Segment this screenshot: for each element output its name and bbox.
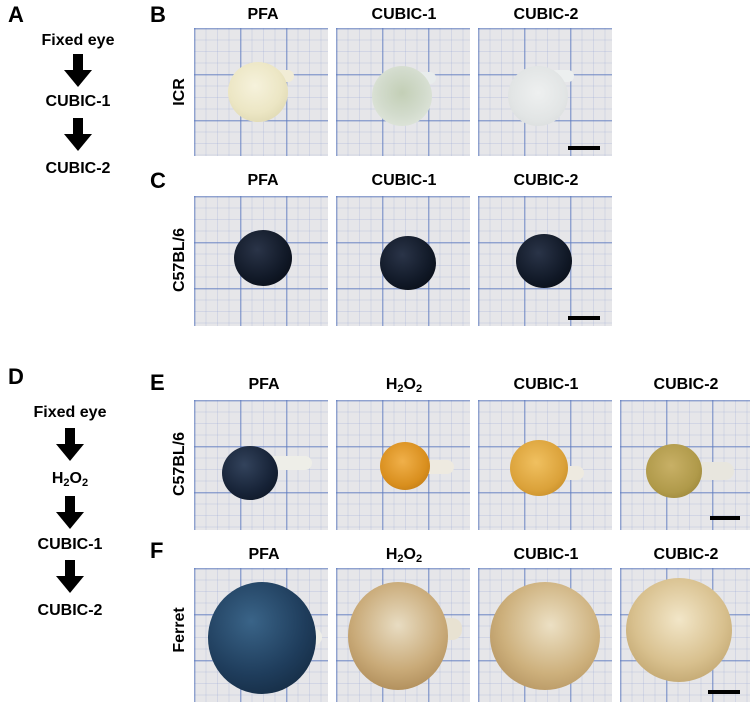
step-fixed-eye: Fixed eye	[33, 404, 107, 421]
eye-photo-f-pfa	[194, 568, 328, 702]
eye-photo-e-cubic-1	[478, 400, 612, 530]
column-title: H2O2	[385, 376, 423, 395]
step-fixed-eye: Fixed eye	[41, 32, 115, 49]
eye-photo-e-h2o2	[336, 400, 470, 530]
panel-label-f: F	[150, 538, 164, 563]
eye-photo-f-cubic-1	[478, 568, 612, 702]
eye-photo-c57-cubic-2	[478, 196, 612, 326]
eye-photo-icr-cubic-1	[336, 28, 470, 156]
eye-photo-e-cubic-2	[620, 400, 750, 530]
row-label-species: Ferret	[171, 607, 188, 653]
step-cubic-1: CUBIC-1	[45, 93, 111, 110]
step-cubic-1: CUBIC-1	[37, 536, 103, 553]
eye-photo-icr-pfa	[194, 28, 328, 156]
scale-bar	[568, 146, 600, 150]
down-arrow-icon	[63, 118, 93, 151]
panel-label-e: E	[150, 370, 165, 395]
panel-label-b: B	[150, 2, 166, 27]
panel-label-a: A	[8, 2, 24, 27]
step-h2o2: H2O2	[51, 470, 89, 489]
row-label-strain: C57BL/6	[171, 431, 188, 497]
step-cubic-2: CUBIC-2	[45, 160, 111, 177]
eye-photo-icr-cubic-2	[478, 28, 612, 156]
panel-label-d: D	[8, 364, 24, 389]
scale-bar	[568, 316, 600, 320]
column-title: PFA	[248, 546, 280, 563]
column-title: CUBIC-2	[653, 546, 719, 563]
column-title: H2O2	[385, 546, 423, 565]
column-title: PFA	[247, 6, 279, 23]
row-label-strain: ICR	[171, 78, 188, 106]
down-arrow-icon	[55, 560, 85, 593]
column-title: CUBIC-2	[513, 6, 579, 23]
column-title: CUBIC-1	[371, 6, 437, 23]
column-title: CUBIC-1	[513, 546, 579, 563]
column-title: CUBIC-1	[513, 376, 579, 393]
column-title: CUBIC-2	[653, 376, 719, 393]
column-title: PFA	[247, 172, 279, 189]
scale-bar	[710, 516, 740, 520]
eye-photo-e-pfa	[194, 400, 328, 530]
down-arrow-icon	[55, 428, 85, 461]
eye-photo-c57-cubic-1	[336, 196, 470, 326]
down-arrow-icon	[55, 496, 85, 529]
step-cubic-2: CUBIC-2	[37, 602, 103, 619]
eye-photo-c57-pfa	[194, 196, 328, 326]
eye-photo-f-cubic-2	[620, 568, 750, 702]
column-title: CUBIC-2	[513, 172, 579, 189]
column-title: PFA	[248, 376, 280, 393]
panel-label-c: C	[150, 168, 166, 193]
eye-photo-f-h2o2	[336, 568, 470, 702]
column-title: CUBIC-1	[371, 172, 437, 189]
down-arrow-icon	[63, 54, 93, 87]
scale-bar	[708, 690, 740, 694]
row-label-strain: C57BL/6	[171, 227, 188, 293]
